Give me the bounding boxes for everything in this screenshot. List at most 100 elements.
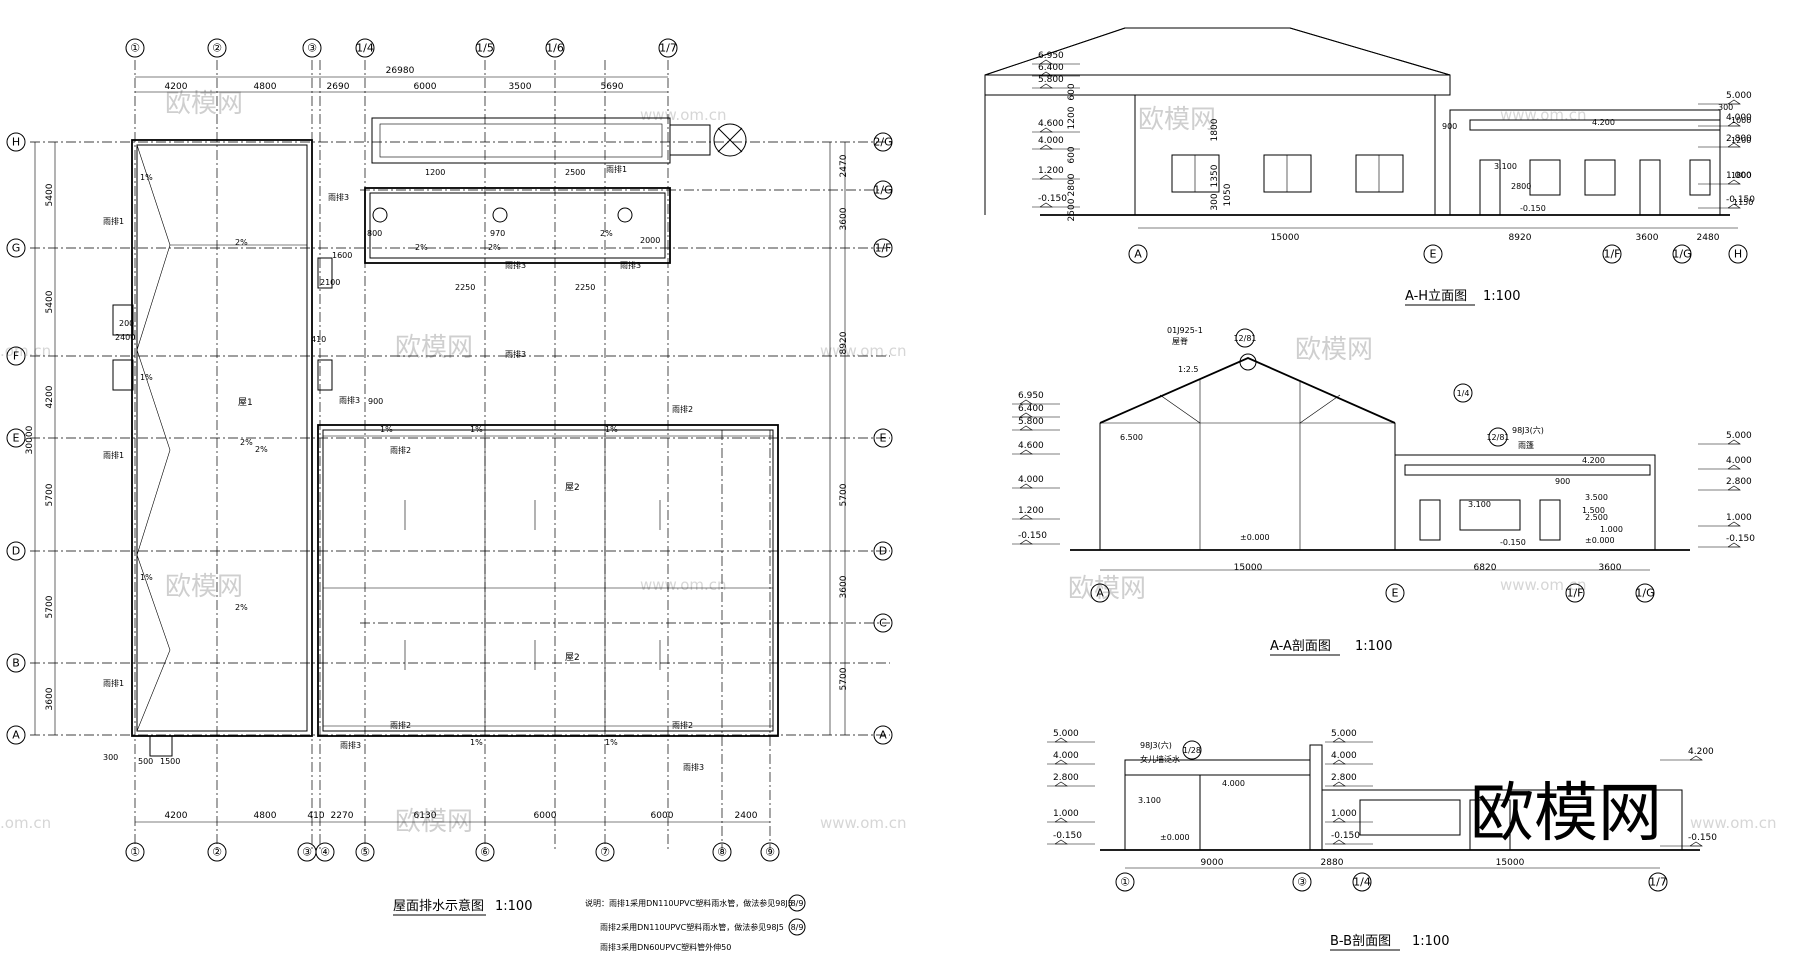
section-aa-scale: 1:100 <box>1355 639 1392 654</box>
section-aa <box>1070 353 1690 571</box>
axis-bottom-7: ⑧ <box>717 846 727 859</box>
bb-misc-1: 4.000 <box>1222 779 1245 788</box>
bb-level-mid-0: 5.000 <box>1331 729 1357 739</box>
plan-misc-dim-14: 500 <box>138 757 153 766</box>
dim-top-5: 5690 <box>601 82 624 92</box>
aa-axis-3: 1/G <box>1635 587 1654 600</box>
elev-height-0: 600 <box>1067 83 1077 100</box>
bb-axis-2: 1/4 <box>1353 876 1371 889</box>
bb-axis-1-circle <box>1292 872 1312 892</box>
ref-canopy-no: 12/81 <box>1486 433 1509 442</box>
elev-height-1: 1200 <box>1067 106 1077 129</box>
elev-height-5: 1800 <box>1210 118 1220 141</box>
drain-label-12: 雨排3 <box>620 260 641 270</box>
dim-bottom-2: 410 <box>307 811 324 821</box>
aa-level-left-6: -0.150 <box>1018 531 1047 541</box>
dim-left-3: 5700 <box>45 483 55 506</box>
bb-axis-3: 1/7 <box>1649 876 1667 889</box>
axis-top-3: 1/4 <box>356 42 374 55</box>
dim-bottom-1: 4800 <box>254 811 277 821</box>
axis-right-4-circle <box>873 541 893 561</box>
axis-right-6: A <box>879 729 887 742</box>
drain-label-3: 雨排1 <box>606 164 627 174</box>
aa-axis-2: 1/F <box>1566 587 1583 600</box>
plan-misc-dim-5: 970 <box>490 229 505 238</box>
watermark-text: 欧模网 <box>165 572 243 602</box>
dim-bottom-5: 6000 <box>534 811 557 821</box>
aa-misc-0: 6.500 <box>1120 433 1143 442</box>
ref-detail-1-4: 1/4 <box>1457 389 1470 398</box>
watermark-url: www.om.cn <box>640 576 727 594</box>
watermark-url: www.om.cn <box>820 342 907 360</box>
axis-top-0: ① <box>130 42 140 55</box>
axis-top-6: 1/7 <box>659 42 677 55</box>
watermark-url: www.om.cn <box>1500 106 1587 124</box>
elev-dim-2: 3600 <box>1636 233 1659 243</box>
plan-misc-dim-13: 1500 <box>160 757 180 766</box>
plan-outline <box>30 60 890 850</box>
axis-left-3-circle <box>6 428 26 448</box>
dim-left-total: 30000 <box>25 425 35 454</box>
bb-misc-0: 3.100 <box>1138 796 1161 805</box>
dim-top-4: 3500 <box>509 82 532 92</box>
elev-height-6: 1350 <box>1210 164 1220 187</box>
axis-top-2-circle <box>302 38 322 58</box>
axis-left-0: H <box>12 136 20 149</box>
aa-axis-2-circle <box>1565 583 1585 603</box>
elev-axis-0-circle <box>1128 244 1148 264</box>
ref-bb-no: 1/28 <box>1183 746 1201 755</box>
note-ref-1: 8/9 <box>791 899 804 908</box>
elev-height-2: 600 <box>1067 146 1077 163</box>
elev-axis-1-circle <box>1423 244 1443 264</box>
dim-right-0: 2470 <box>839 154 849 177</box>
dim-right-2: 8920 <box>839 331 849 354</box>
bb-axis-1: ③ <box>1297 876 1307 889</box>
elev-axis-4: H <box>1734 248 1742 261</box>
bb-level-right-1: -0.150 <box>1688 833 1717 843</box>
dim-left-1: 5400 <box>45 290 55 313</box>
axis-right-2-circle <box>873 238 893 258</box>
drain-label-4: 雨排3 <box>328 192 349 202</box>
bb-axis-0-circle <box>1115 872 1135 892</box>
plan-note-2: 雨排2采用DN110UPVC塑料雨水管，做法参见98J5 <box>600 922 784 932</box>
axis-bottom-5-circle <box>475 842 495 862</box>
drain-label-5: 雨排3 <box>339 395 360 405</box>
aa-level-left-5: 1.200 <box>1018 506 1044 516</box>
aa-axis-0: A <box>1096 587 1104 600</box>
plan-misc-dim-9: 1600 <box>332 251 352 260</box>
drain-label-13: 雨排3 <box>683 762 704 772</box>
watermark-text: 欧模网 <box>165 89 243 119</box>
bb-level-left-4: -0.150 <box>1053 831 1082 841</box>
bb-axis-3-circle <box>1648 872 1668 892</box>
slope-label: 1% <box>140 173 153 182</box>
dim-top-total: 26980 <box>386 66 415 76</box>
slope-label: 2% <box>488 243 501 252</box>
axis-left-1-circle <box>6 238 26 258</box>
watermark-url: www.om.cn <box>640 106 727 124</box>
bb-level-left-2: 2.800 <box>1053 773 1079 783</box>
axis-top-0-circle <box>125 38 145 58</box>
dim-top-3: 6000 <box>414 82 437 92</box>
elev-axis-0: A <box>1134 248 1142 261</box>
axis-bottom-2: ③ <box>302 846 312 859</box>
elev-level-left-6: -0.150 <box>1038 194 1067 204</box>
elev-height-4: 2500 <box>1067 198 1077 221</box>
aa-level-right-4: -0.150 <box>1726 534 1755 544</box>
drain-label-14: 雨排3 <box>340 740 361 750</box>
aa-misc-8: -0.150 <box>1500 538 1526 547</box>
slope-label: 1% <box>380 425 393 434</box>
plan-misc-dim-6: 800 <box>367 229 382 238</box>
roof-label-3: 屋2 <box>565 652 580 663</box>
slope-label: 1% <box>470 425 483 434</box>
watermark-logo: 欧模网 <box>1470 777 1662 851</box>
elev-level-right-2: 2.800 <box>1726 134 1752 144</box>
axis-left-3: E <box>13 432 20 445</box>
axis-top-3-circle <box>355 38 375 58</box>
axis-top-1-circle <box>207 38 227 58</box>
dim-left-0: 5400 <box>45 183 55 206</box>
axis-bottom-1: ② <box>212 846 222 859</box>
watermark-text: 欧模网 <box>1138 105 1216 135</box>
ref-98j3: 98J3(六) <box>1512 425 1544 435</box>
